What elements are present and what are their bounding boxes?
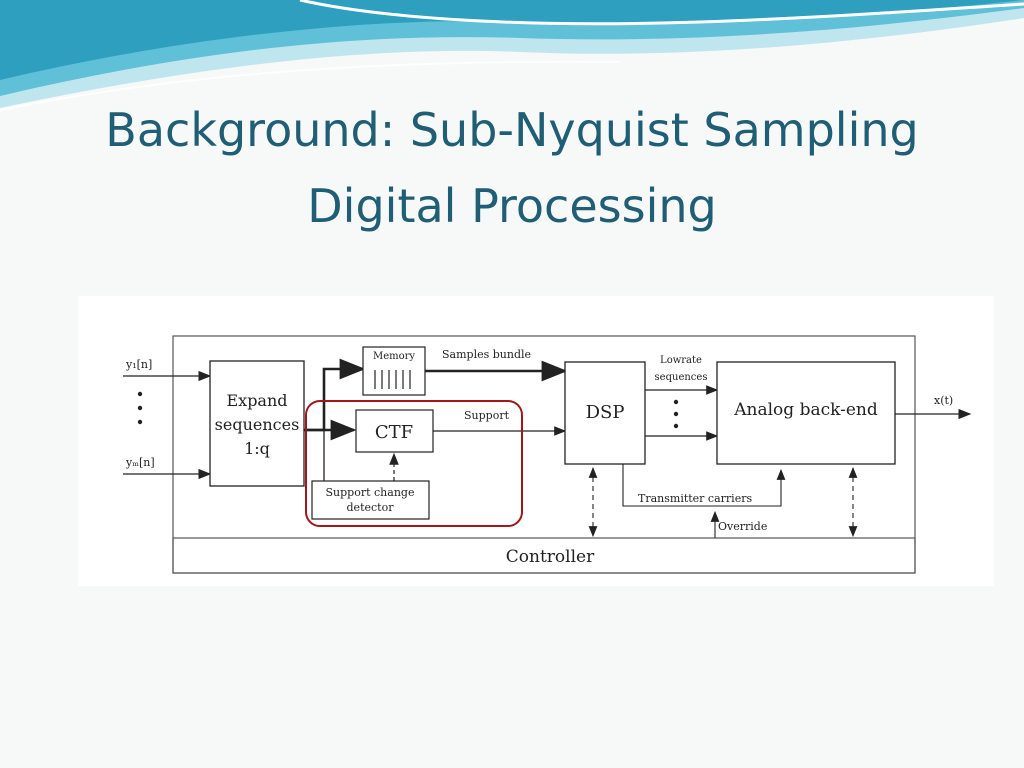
ellipsis-dot	[137, 405, 143, 411]
ellipsis-dot	[673, 411, 679, 417]
ellipsis-dot	[673, 399, 679, 405]
ellipsis-dot	[137, 391, 143, 397]
lowrate-label-1: Lowrate	[660, 355, 702, 366]
expand-sequences-block	[209, 360, 305, 487]
support-change-detector-block	[311, 480, 430, 520]
expand-label-3: 1:q	[244, 439, 270, 458]
memory-cells-icon	[374, 370, 411, 389]
ellipsis-dot	[673, 423, 679, 429]
analog-backend-block	[716, 361, 896, 465]
override-label: Override	[718, 520, 767, 533]
detector-label-2: detector	[347, 501, 395, 514]
input-top-label: y₁[n]	[125, 358, 152, 371]
input-bottom-label: yₘ[n]	[125, 456, 155, 469]
output-label: x(t)	[934, 394, 953, 407]
expand-to-memory-arrow	[304, 358, 366, 432]
lowrate-label-2: sequences	[655, 372, 708, 383]
decorative-wave	[0, 0, 1024, 111]
memory-label: Memory	[373, 351, 415, 362]
transmitter-carriers-label: Transmitter carriers	[638, 492, 752, 505]
transmitter-carriers-line	[622, 464, 786, 507]
ctf-label: CTF	[375, 422, 413, 443]
analog-backend-label: Analog back-end	[733, 400, 878, 420]
controller-label: Controller	[506, 547, 595, 567]
controller-block	[172, 537, 916, 574]
memory-block	[362, 346, 426, 396]
support-label: Support	[464, 409, 510, 422]
block-diagram: Controller y₁[n] yₘ[n] Expand sequences …	[123, 335, 972, 574]
dsp-block	[564, 361, 646, 465]
samples-bundle-label: Samples bundle	[442, 348, 531, 361]
detector-label-1: Support change	[326, 486, 415, 499]
title-line-1: Background: Sub-Nyquist Sampling	[105, 103, 919, 157]
slide-title: Background: Sub-Nyquist Sampling Digital…	[0, 92, 1024, 244]
dsp-label: DSP	[586, 402, 625, 423]
highlight-rectangle	[305, 400, 523, 527]
expand-label-1: Expand	[226, 391, 287, 410]
ctf-block	[355, 409, 434, 453]
ellipsis-dot	[137, 419, 143, 425]
diagram-panel: Controller y₁[n] yₘ[n] Expand sequences …	[78, 296, 994, 586]
title-line-2: Digital Processing	[307, 179, 717, 233]
expand-label-2: sequences	[215, 415, 300, 434]
